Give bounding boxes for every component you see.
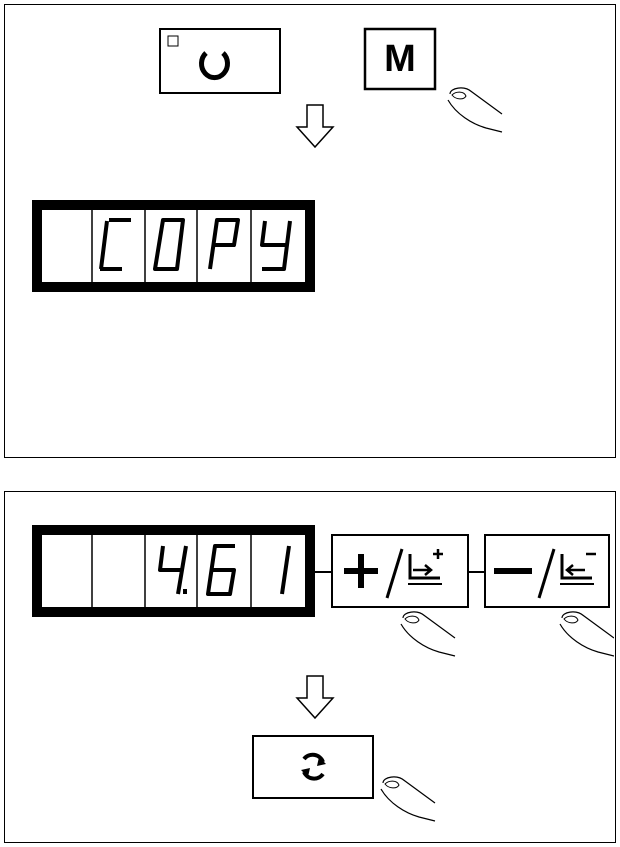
lcd-digit-3 (158, 545, 188, 595)
pressing-finger-icon (380, 776, 436, 822)
copy-procedure-diagram (32, 27, 503, 292)
down-arrow-icon (296, 675, 334, 719)
lcd-digit-4 (260, 220, 292, 271)
lcd-display-text: 4.61 (5, 841, 6, 842)
pressing-finger-icon (559, 611, 614, 657)
presser-down-icon (560, 552, 596, 585)
plus-presser-up-key[interactable] (331, 534, 469, 608)
pressing-finger-icon (447, 87, 503, 133)
mode-key[interactable] (363, 27, 437, 91)
mode-key-label: M (384, 37, 416, 80)
lcd-display (32, 525, 315, 617)
lcd-display-text: COPY (5, 456, 6, 457)
lcd-digit-1 (99, 218, 131, 271)
reset-rotate-icon (301, 752, 326, 781)
lcd-display (32, 200, 315, 292)
presser-up-icon (408, 549, 443, 585)
pressing-finger-icon (400, 611, 456, 657)
instruction-panel-value: 4.61 (4, 491, 616, 843)
instruction-panel-copy: M COPY (4, 4, 616, 458)
ready-key[interactable] (159, 28, 281, 94)
lcd-digit-5 (280, 545, 291, 595)
lcd-digit-4 (206, 544, 236, 596)
lcd-digit-3 (208, 218, 240, 270)
down-arrow-icon (296, 104, 334, 148)
reset-key[interactable] (252, 735, 374, 799)
lcd-digit-2 (153, 218, 185, 271)
value-procedure-diagram (32, 525, 614, 822)
ready-start-icon (199, 51, 230, 81)
minus-presser-down-key[interactable] (484, 534, 610, 608)
